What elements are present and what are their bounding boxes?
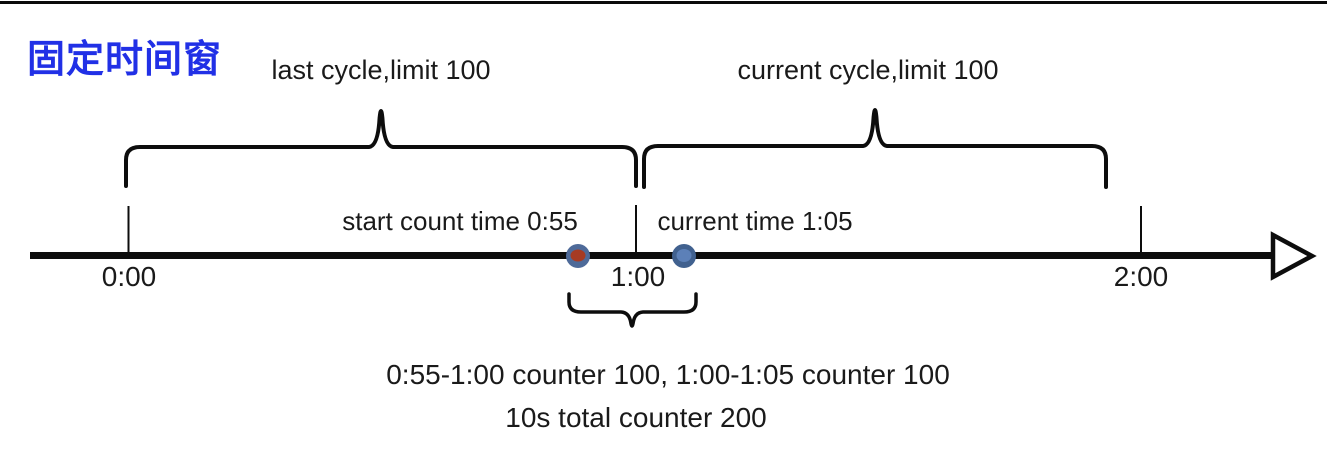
start-count-marker <box>566 244 590 268</box>
current-time-marker <box>672 244 696 268</box>
tick-label-100: 1:00 <box>610 261 666 292</box>
current-cycle-brace-icon <box>642 108 1108 189</box>
start-count-marker-core <box>570 249 586 262</box>
current-time-label: current time 1:05 <box>657 206 853 236</box>
current-cycle-label: current cycle,limit 100 <box>737 55 999 85</box>
current-time-marker-core <box>676 249 692 262</box>
top-border-rule <box>0 1 1327 4</box>
timeline-arrowhead-icon <box>1270 231 1317 281</box>
page-title: 固定时间窗 <box>27 39 223 81</box>
counter-annotation-line2: 10s total counter 200 <box>505 402 767 433</box>
start-count-time-label: start count time 0:55 <box>342 206 578 236</box>
count-window-underbrace-icon <box>567 292 698 328</box>
last-cycle-brace-icon <box>124 109 638 188</box>
counter-annotation-line1: 0:55-1:00 counter 100, 1:00-1:05 counter… <box>386 359 950 390</box>
tick-label-000: 0:00 <box>101 261 157 292</box>
tick-label-200: 2:00 <box>1113 261 1169 292</box>
last-cycle-label: last cycle,limit 100 <box>271 55 491 85</box>
